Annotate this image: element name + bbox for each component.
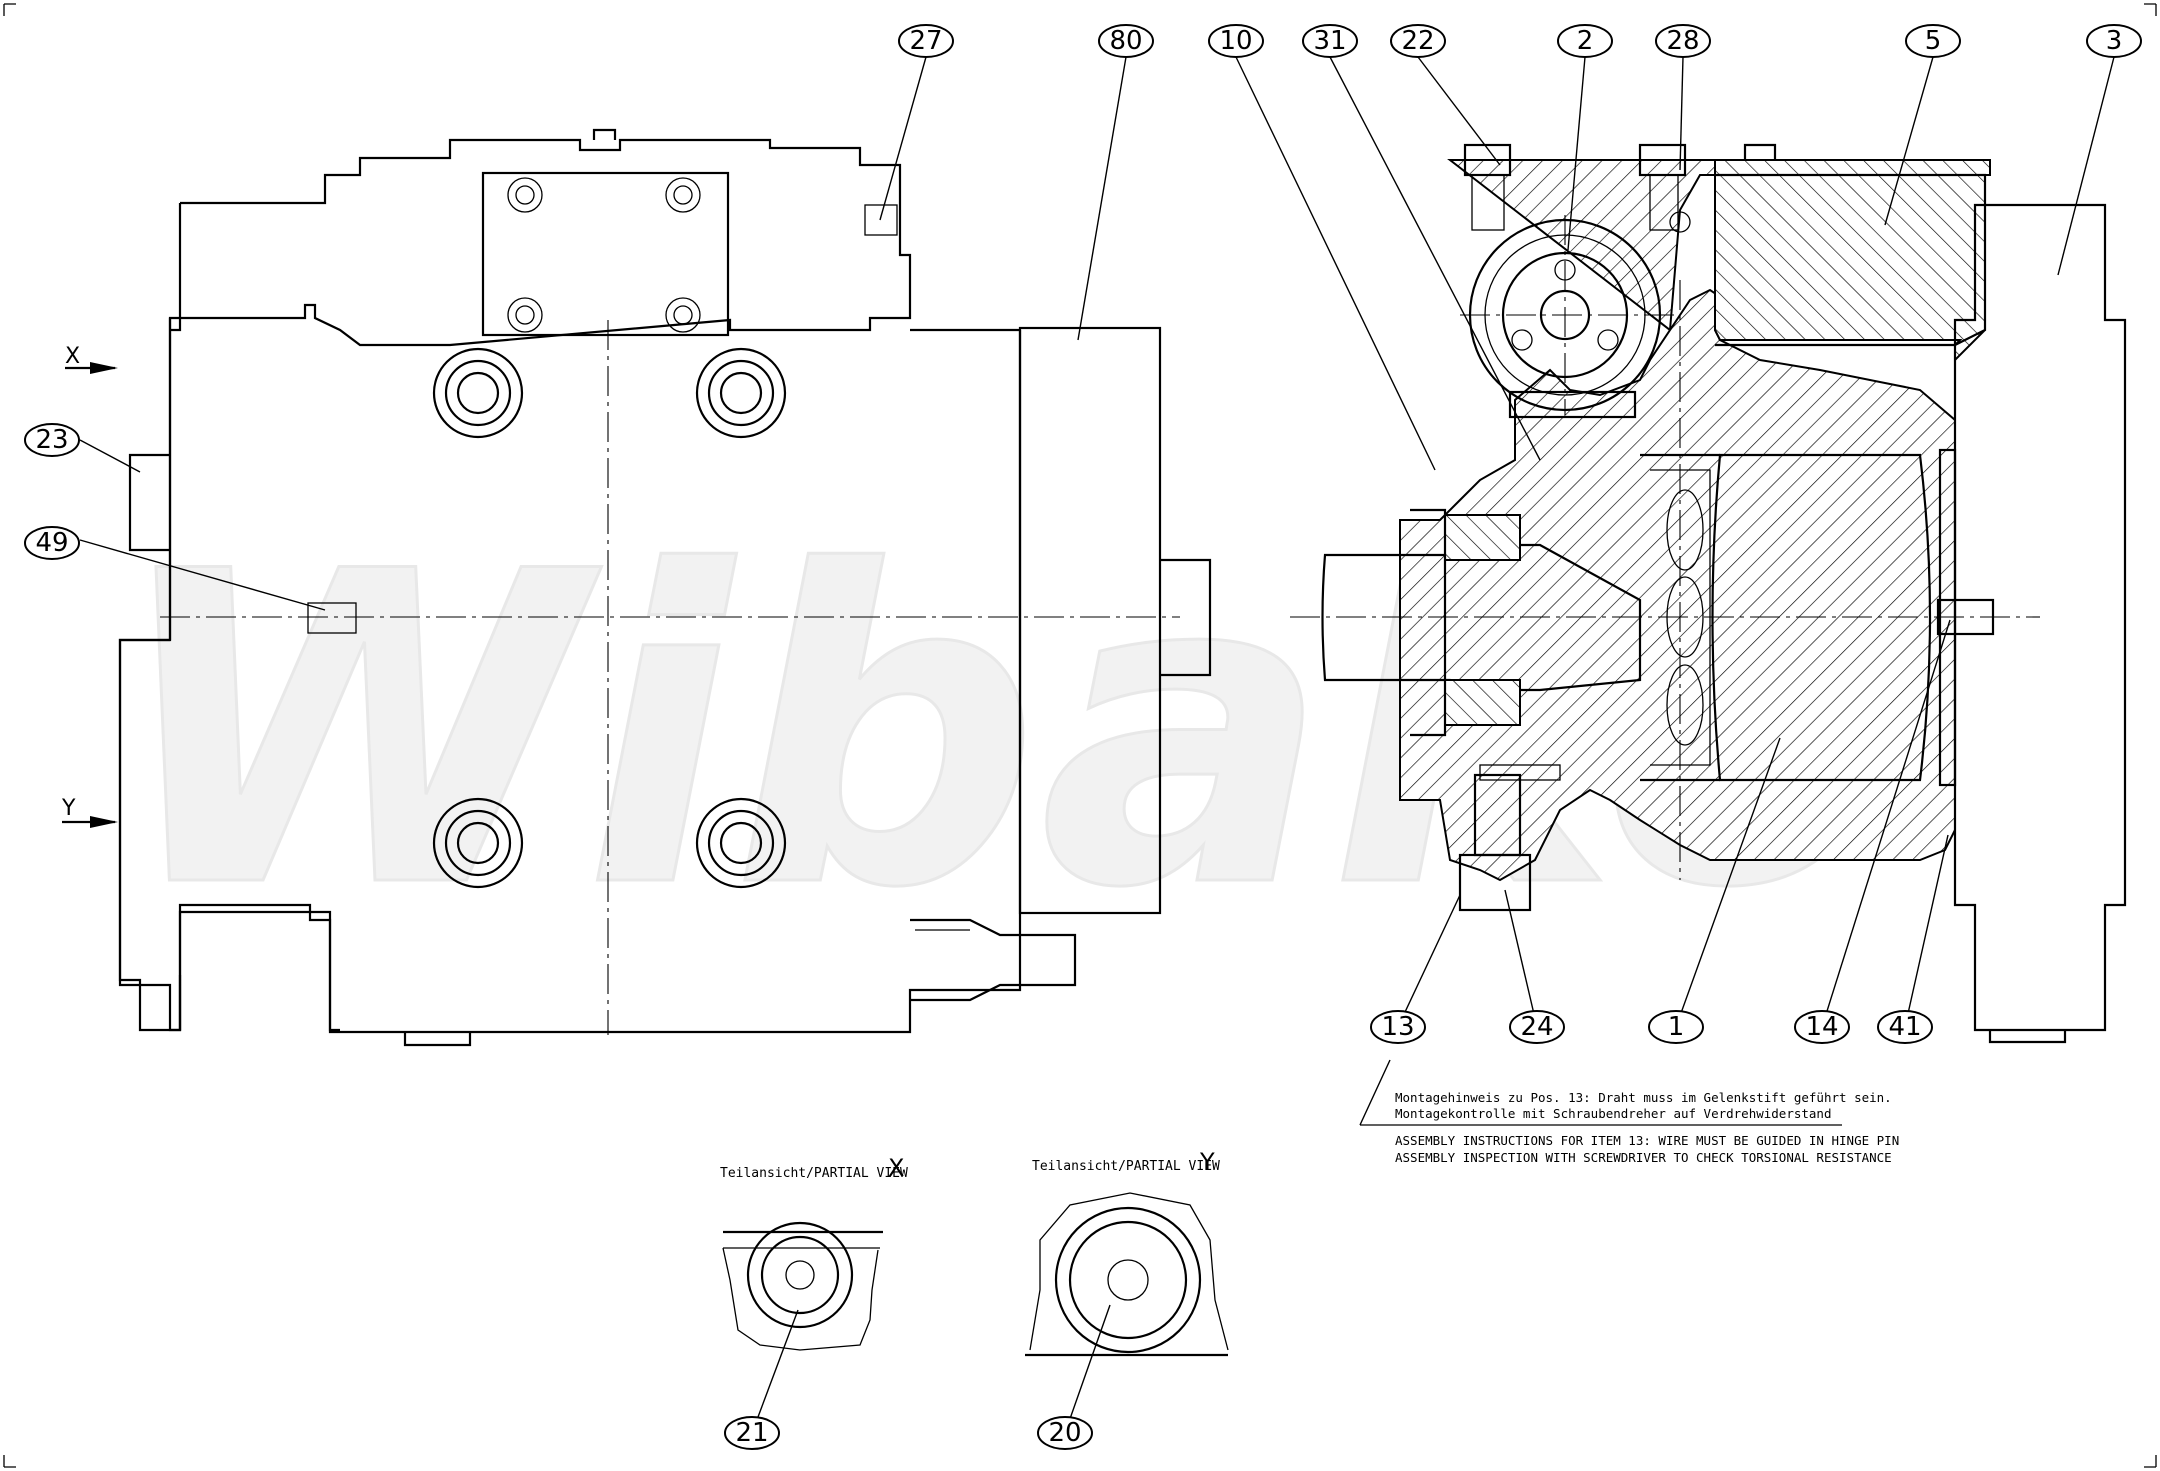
callout-2: 2 [1557, 24, 1613, 58]
flange-block [1018, 326, 1162, 915]
callout-5: 5 [1905, 24, 1961, 58]
callout-23: 23 [24, 423, 80, 457]
svg-text:31: 31 [1313, 26, 1346, 56]
svg-text:5: 5 [1925, 26, 1942, 56]
frame-corners [3, 3, 2157, 1468]
partial-view-x-label: Teilansicht/PARTIAL VIEW [720, 1166, 908, 1181]
note-de-line1: Montagehinweis zu Pos. 13: Draht muss im… [1395, 1090, 1892, 1105]
boss-23 [128, 453, 170, 552]
partial-view-x: Teilansicht/PARTIAL VIEW X [720, 1154, 908, 1351]
note-de-line2: Montagekontrolle mit Schraubendreher auf… [1395, 1106, 1832, 1121]
end-cover-3 [1953, 203, 2127, 1032]
callout-24: 24 [1509, 1010, 1565, 1044]
svg-text:24: 24 [1520, 1012, 1553, 1042]
partial-view-x-letter: X [888, 1154, 904, 1182]
callout-22: 22 [1390, 24, 1446, 58]
screw-24 [1458, 853, 1532, 912]
callout-49: 49 [24, 526, 80, 560]
right-section-view [1290, 143, 2127, 1044]
housing-outline [118, 138, 912, 1032]
callouts: 27 80 10 31 22 2 28 5 3 23 49 13 24 1 14… [24, 24, 2142, 1450]
assembly-notes: Montagehinweis zu Pos. 13: Draht muss im… [1360, 1090, 1899, 1165]
partial-view-y-label: Teilansicht/PARTIAL VIEW [1032, 1159, 1220, 1174]
svg-text:2: 2 [1577, 26, 1594, 56]
callout-31: 31 [1302, 24, 1358, 58]
cylinder-block-1 [1711, 453, 1932, 782]
partial-view-y-letter: Y [1199, 1148, 1215, 1176]
svg-text:14: 14 [1805, 1012, 1838, 1042]
svg-text:21: 21 [735, 1418, 768, 1448]
callout-41: 41 [1877, 1010, 1933, 1044]
callout-27: 27 [898, 24, 954, 58]
svg-text:80: 80 [1109, 26, 1142, 56]
view-marker-y: Y [61, 796, 76, 821]
callout-21: 21 [724, 1416, 780, 1450]
callout-14: 14 [1794, 1010, 1850, 1044]
partial-view-y: Teilansicht/PARTIAL VIEW Y [1025, 1148, 1229, 1357]
plug-49 [307, 602, 357, 634]
callout-1: 1 [1648, 1010, 1704, 1044]
drain-port [910, 918, 1077, 1002]
svg-text:3: 3 [2106, 26, 2123, 56]
svg-text:23: 23 [35, 425, 68, 455]
svg-text:1: 1 [1668, 1012, 1685, 1042]
svg-text:49: 49 [35, 528, 68, 558]
callout-80: 80 [1098, 24, 1154, 58]
svg-text:13: 13 [1381, 1012, 1414, 1042]
view-marker-x: X [65, 344, 80, 369]
callout-28: 28 [1655, 24, 1711, 58]
drive-shaft [1321, 543, 1642, 692]
callout-10: 10 [1208, 24, 1264, 58]
svg-text:20: 20 [1048, 1418, 1081, 1448]
svg-text:27: 27 [909, 26, 942, 56]
block-5 [1715, 173, 1987, 347]
callout-13: 13 [1370, 1010, 1426, 1044]
large-bolts [432, 347, 787, 889]
svg-text:28: 28 [1666, 26, 1699, 56]
svg-text:22: 22 [1401, 26, 1434, 56]
note-en-line1: ASSEMBLY INSTRUCTIONS FOR ITEM 13: WIRE … [1395, 1133, 1899, 1148]
svg-text:41: 41 [1888, 1012, 1921, 1042]
housing-section [1399, 159, 1956, 882]
control-cover [481, 171, 730, 337]
note-en-line2: ASSEMBLY INSPECTION WITH SCREWDRIVER TO … [1395, 1150, 1892, 1165]
left-exterior-view: X Y [61, 128, 1212, 1047]
leader-lines [79, 56, 2115, 1434]
svg-text:10: 10 [1219, 26, 1252, 56]
callout-20: 20 [1037, 1416, 1093, 1450]
plug-27 [864, 204, 898, 236]
callout-3: 3 [2086, 24, 2142, 58]
